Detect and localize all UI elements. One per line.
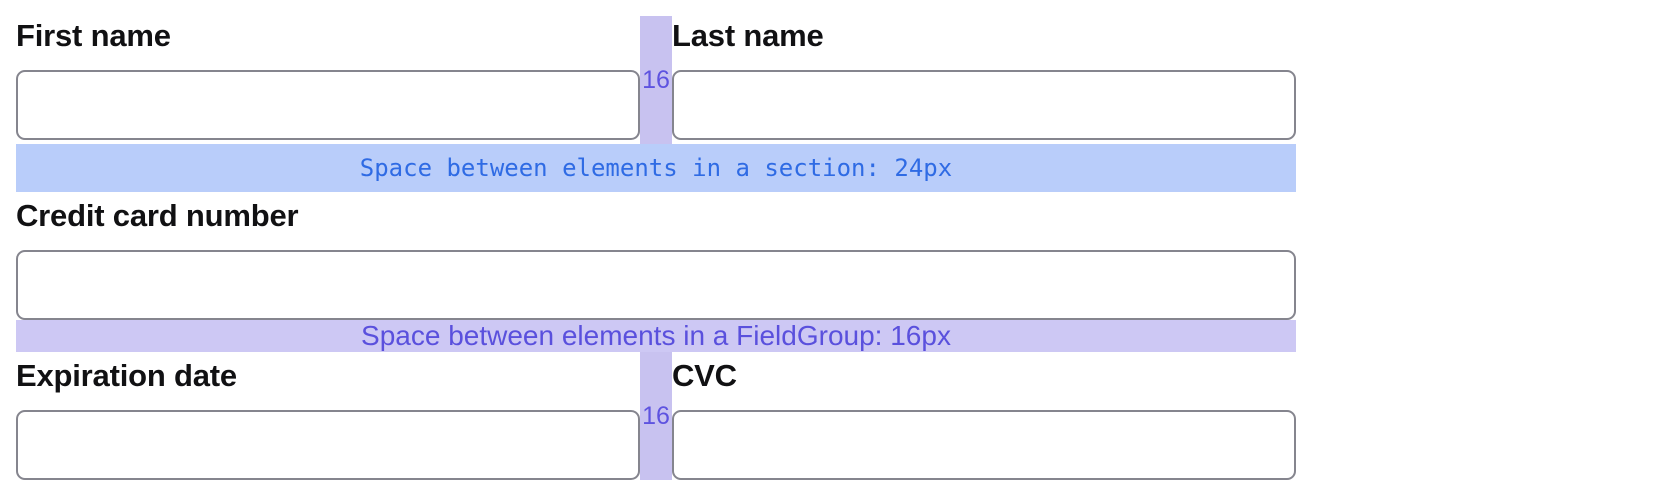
column-gap-value: 16: [642, 65, 670, 94]
cvc-label: CVC: [672, 358, 737, 393]
last-name-input[interactable]: [672, 70, 1296, 140]
first-name-field: First name: [16, 16, 640, 140]
cvc-field: CVC: [672, 356, 1296, 480]
credit-card-input[interactable]: [16, 250, 1296, 320]
column-gap-indicator: 16: [640, 16, 672, 144]
card-details-row: Expiration date 16 CVC: [16, 352, 1296, 480]
column-gap-value: 16: [642, 401, 670, 430]
fieldgroup-spacing-band: Space between elements in a FieldGroup: …: [16, 320, 1296, 352]
column-gap-indicator: 16: [640, 352, 672, 480]
expiration-date-label: Expiration date: [16, 358, 237, 393]
credit-card-label: Credit card number: [16, 198, 299, 233]
section-spacing-band: Space between elements in a section: 24p…: [16, 144, 1296, 192]
spacing-demo-form: First name 16 Last name Space between el…: [16, 16, 1296, 480]
first-name-label: First name: [16, 18, 171, 53]
first-name-input[interactable]: [16, 70, 640, 140]
form-content: First name 16 Last name Space between el…: [16, 16, 1296, 480]
credit-card-field: Credit card number: [16, 196, 1296, 320]
last-name-field: Last name: [672, 16, 1296, 140]
last-name-label: Last name: [672, 18, 824, 53]
name-field-row: First name 16 Last name: [16, 16, 1296, 144]
expiration-date-input[interactable]: [16, 410, 640, 480]
cvc-input[interactable]: [672, 410, 1296, 480]
expiration-date-field: Expiration date: [16, 356, 640, 480]
